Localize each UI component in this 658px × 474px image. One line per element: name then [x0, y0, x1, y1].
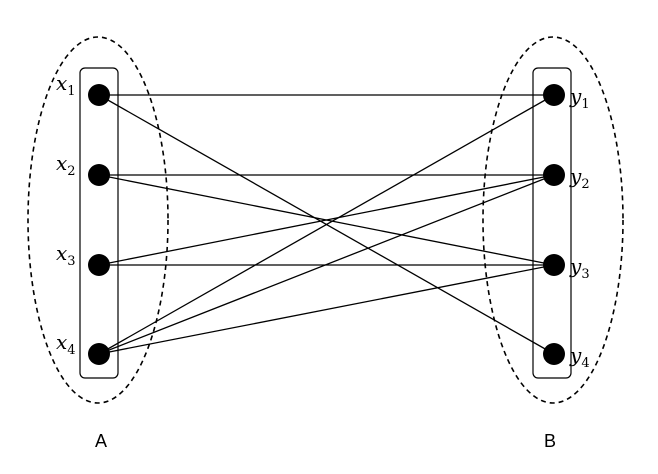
edge-x4-y1	[98, 94, 555, 355]
node-label-x2: x2	[56, 151, 76, 179]
node-label-x1: x1	[56, 71, 76, 99]
node-y1	[543, 84, 565, 106]
node-label-y1: y1	[569, 84, 590, 112]
set-b-box	[532, 67, 572, 379]
set-a-label: A	[95, 431, 107, 451]
edge-x4-y3	[98, 264, 555, 355]
set-a-dashed-ellipse	[27, 36, 169, 404]
node-x1	[88, 84, 110, 106]
edge-x3-y2	[98, 174, 555, 266]
edge-x4-y2	[98, 174, 555, 355]
node-x3	[88, 254, 110, 276]
nodes	[88, 84, 565, 365]
set-b-label: B	[544, 431, 556, 451]
set-b-dashed-ellipse	[482, 36, 624, 404]
node-y4	[543, 343, 565, 365]
node-label-y2: y2	[569, 164, 590, 192]
set-a-box	[79, 67, 119, 379]
node-label-y3: y3	[569, 254, 590, 282]
edges	[98, 94, 555, 355]
node-label-x3: x3	[56, 241, 76, 269]
node-x2	[88, 164, 110, 186]
node-label-x4: x4	[56, 330, 76, 358]
node-y2	[543, 164, 565, 186]
node-y3	[543, 254, 565, 276]
node-label-y4: y4	[569, 343, 590, 371]
node-x4	[88, 343, 110, 365]
